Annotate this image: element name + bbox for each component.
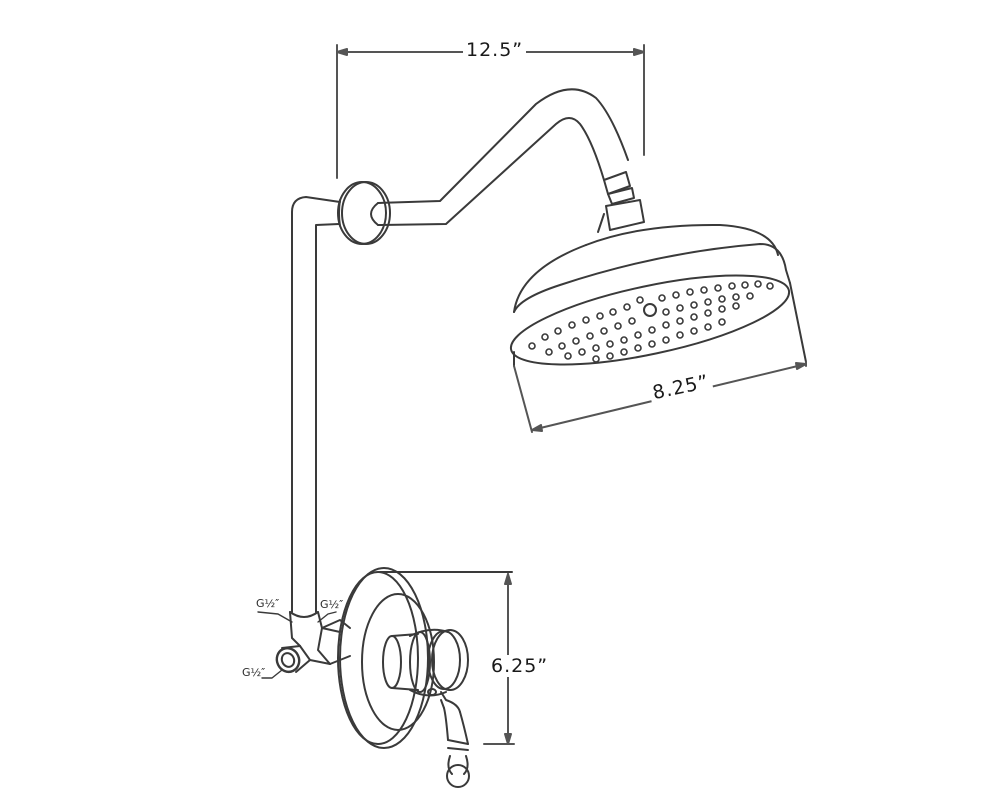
valve-lever bbox=[382, 628, 470, 788]
thread-callout-riser-left: G½″ bbox=[256, 597, 280, 610]
dimension-arm-reach bbox=[336, 44, 645, 179]
valve-trim-plate bbox=[337, 567, 513, 749]
dimension-label-valve-height: 6.25” bbox=[488, 655, 552, 677]
shower-arm bbox=[370, 88, 629, 226]
riser-pipe bbox=[291, 196, 341, 613]
shower-head-nozzles bbox=[528, 280, 774, 363]
shower-head bbox=[509, 223, 807, 367]
thread-callout-side-outlet: G½″ bbox=[242, 666, 266, 679]
thread-callout-leaders bbox=[257, 611, 337, 679]
wall-flange bbox=[337, 181, 391, 245]
thread-callout-riser-right: G½″ bbox=[320, 598, 344, 611]
dimension-label-arm-reach: 12.5” bbox=[463, 39, 527, 61]
shower-head-neck bbox=[597, 171, 645, 233]
